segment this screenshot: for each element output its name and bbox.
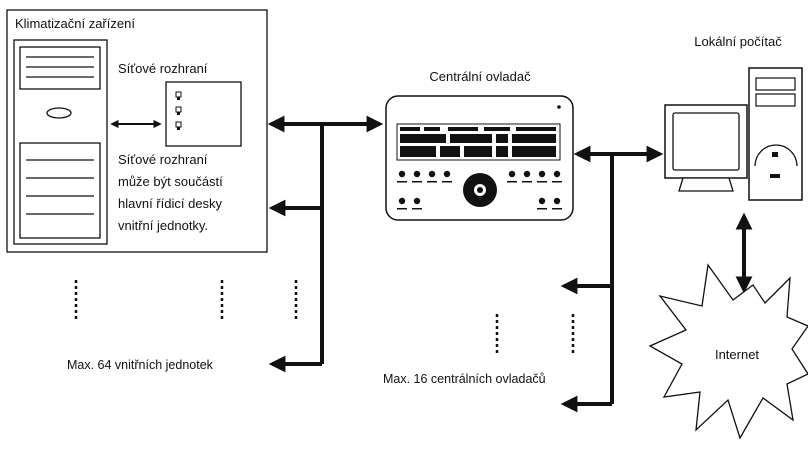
internet-label: Internet — [715, 347, 759, 362]
interface-note-line: Síťové rozhraní — [118, 152, 208, 167]
local-computer-icon — [664, 67, 803, 201]
controller-bus — [560, 145, 664, 413]
central-controller-device-icon — [385, 95, 574, 221]
network-interface-board-icon — [165, 81, 242, 147]
indoor-unit-bus — [267, 115, 384, 373]
local-computer-label: Lokální počítač — [694, 34, 782, 49]
continuation-dots — [74, 280, 575, 354]
internet-cloud-icon — [648, 263, 808, 440]
indoor-unit-limit-label: Max. 64 vnitřních jednotek — [67, 358, 214, 372]
interface-note: Síťové rozhraní může být součástí hlavní… — [118, 152, 226, 233]
network-interface-label: Síťové rozhraní — [118, 61, 208, 76]
central-controller-limit-label: Max. 16 centrálních ovladačů — [383, 372, 546, 386]
interface-note-line: může být součástí — [118, 174, 223, 189]
interface-note-line: vnitřní jednotky. — [118, 218, 208, 233]
air-conditioner-group: Klimatizační zařízení Síťové rozhraní — [6, 9, 268, 253]
central-controller-label: Centrální ovladač — [429, 69, 531, 84]
indoor-unit-icon — [13, 39, 108, 245]
air-conditioner-title: Klimatizační zařízení — [15, 16, 135, 31]
interface-note-line: hlavní řídicí desky — [118, 196, 223, 211]
